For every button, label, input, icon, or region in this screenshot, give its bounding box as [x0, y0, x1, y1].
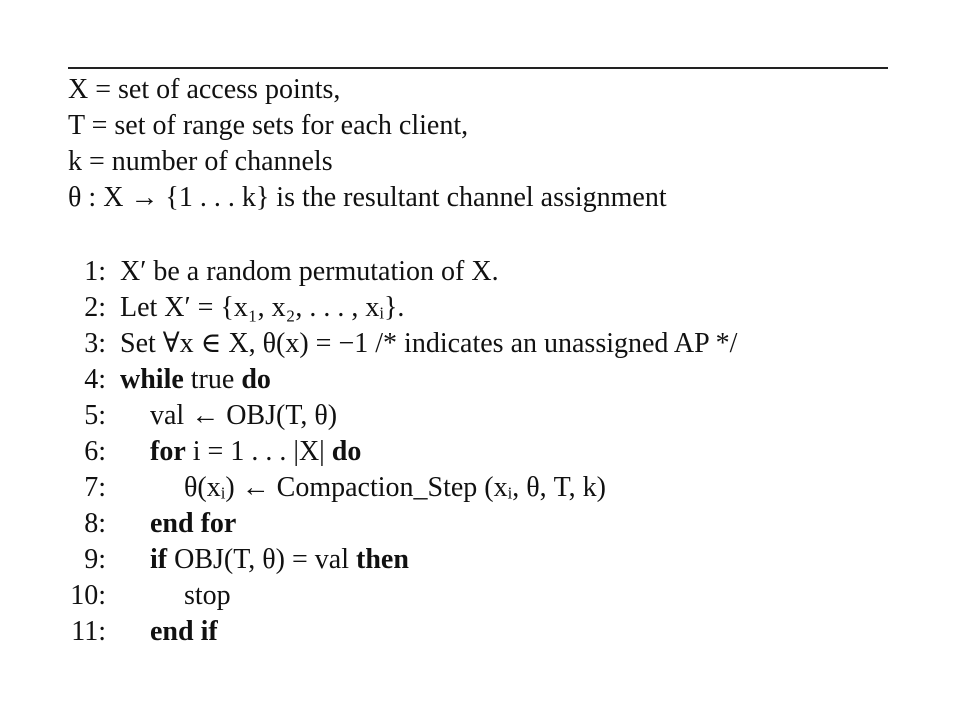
header-line-channels: k = number of channels [68, 146, 333, 177]
step-8: 8: end for [60, 506, 920, 542]
step-number: 8: [84, 508, 106, 539]
step-number: 4: [84, 364, 106, 395]
step-condition: true [183, 364, 242, 395]
step-10: 10: stop [60, 578, 920, 614]
step-number: 3: [84, 328, 106, 359]
step-9: 9: if OBJ(T, θ) = val then [60, 542, 920, 578]
step-2: 2: Let X′ = {x₁, x₂, . . . , xᵢ}. [60, 290, 920, 326]
header-line-range-sets: T = set of range sets for each client, [68, 110, 469, 141]
step-text: if OBJ(T, θ) = val then [150, 542, 409, 578]
step-3: 3: Set ∀x ∈ X, θ(x) = −1 /* indicates an… [60, 326, 920, 362]
keyword-do: do [241, 364, 271, 395]
header-line-assignment: θ : X → {1 . . . k} is the resultant cha… [68, 182, 667, 213]
step-6: 6: for i = 1 . . . |X| do [60, 434, 920, 470]
keyword-end-if: end if [150, 616, 218, 647]
step-text: val ← OBJ(T, θ) [150, 400, 338, 431]
step-5: 5: val ← OBJ(T, θ) [60, 398, 920, 434]
keyword-while: while [120, 364, 184, 395]
step-4: 4: while true do [60, 362, 920, 398]
algorithm-header: X = set of access points, T = set of ran… [68, 72, 928, 216]
step-condition: OBJ(T, θ) = val [167, 544, 356, 575]
step-7: 7: θ(xᵢ) ← Compaction_Step (xᵢ, θ, T, k) [60, 470, 920, 506]
step-number: 5: [84, 400, 106, 431]
keyword-for: for [150, 436, 186, 467]
keyword-then: then [356, 544, 409, 575]
step-condition: i = 1 . . . |X| [185, 436, 332, 467]
step-text: stop [184, 580, 231, 611]
keyword-end-for: end for [150, 508, 237, 539]
step-number: 6: [84, 436, 106, 467]
keyword-do: do [331, 436, 362, 467]
step-number: 9: [84, 544, 106, 575]
top-rule [68, 67, 888, 69]
step-text: θ(xᵢ) ← Compaction_Step (xᵢ, θ, T, k) [184, 472, 606, 503]
step-text: Set ∀x ∈ X, θ(x) = −1 /* indicates an un… [120, 328, 738, 359]
header-line-access-points: X = set of access points, [68, 74, 341, 105]
step-text: for i = 1 . . . |X| do [150, 434, 361, 470]
step-number: 7: [84, 472, 106, 503]
keyword-if: if [150, 544, 168, 575]
step-number: 1: [84, 256, 106, 287]
step-1: 1: X′ be a random permutation of X. [60, 254, 920, 290]
algorithm-steps: 1: X′ be a random permutation of X. 2: L… [60, 254, 920, 650]
step-text: while true do [120, 362, 271, 398]
step-number: 10: [70, 580, 106, 611]
step-11: 11: end if [60, 614, 920, 650]
step-text: X′ be a random permutation of X. [120, 256, 499, 287]
step-number: 11: [71, 616, 106, 647]
step-number: 2: [84, 292, 106, 323]
step-text: Let X′ = {x₁, x₂, . . . , xᵢ}. [120, 292, 405, 323]
